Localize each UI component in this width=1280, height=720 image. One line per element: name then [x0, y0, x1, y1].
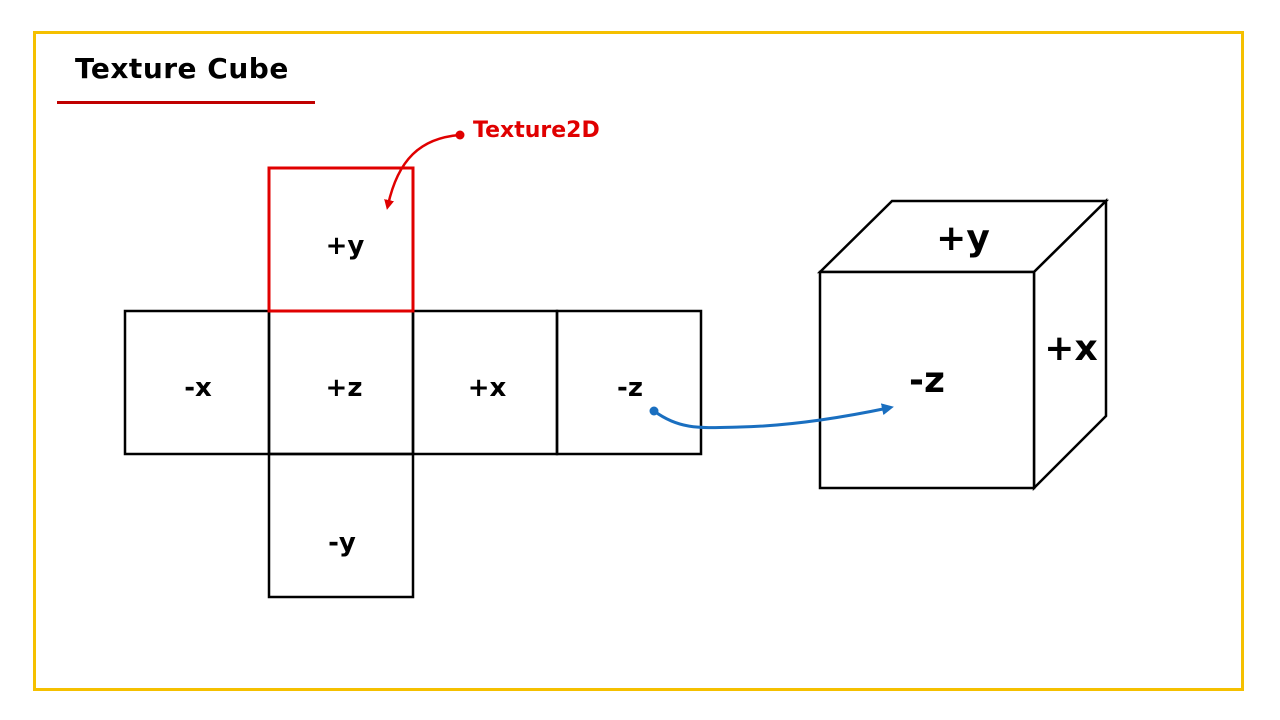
cube-net: +y -x +z +x -z -y	[123, 166, 703, 599]
cube-front-face	[818, 270, 1036, 490]
net-label-neg-x: -x	[184, 373, 212, 403]
net-label-neg-y: -y	[328, 528, 356, 558]
mapping-arrow-curve	[653, 403, 894, 430]
callout-label: Texture2D	[473, 118, 600, 143]
callout-arrow	[384, 133, 461, 210]
cube-label-front: -z	[909, 360, 945, 401]
net-label-pos-y: +y	[326, 231, 365, 261]
title-underline	[57, 101, 315, 104]
cube-3d: +y -z +x	[816, 198, 1110, 492]
net-label-pos-z: +z	[326, 373, 363, 403]
page-title: Texture Cube	[75, 52, 289, 85]
net-face-neg-y	[267, 452, 415, 599]
texture2d-callout: Texture2D	[384, 118, 600, 210]
net-label-neg-z: -z	[617, 373, 643, 403]
net-face-neg-z	[555, 309, 703, 456]
cube-label-side: +x	[1044, 328, 1097, 369]
slide-frame	[33, 31, 1244, 691]
mapping-arrow	[649, 403, 894, 430]
cube-label-top: +y	[936, 218, 990, 259]
net-face-pos-y	[267, 166, 415, 313]
net-label-pos-x: +x	[468, 373, 507, 403]
